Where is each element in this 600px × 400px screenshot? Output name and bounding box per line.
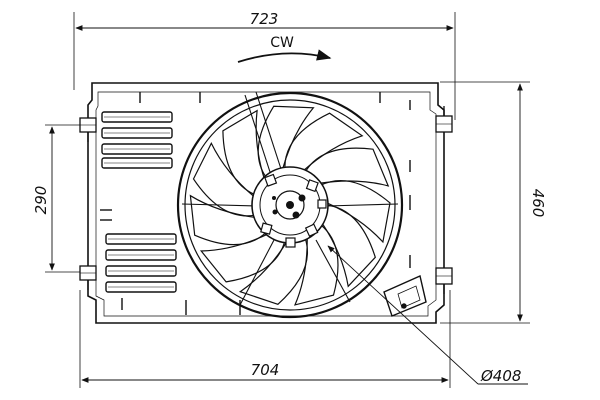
dimension-290-label: 290 (32, 186, 50, 215)
dimension-290: 290 (32, 124, 96, 273)
lower-vent-flaps (105, 233, 177, 293)
fan-blade (304, 147, 390, 187)
mount-bracket-top-left (79, 117, 97, 142)
dimension-704: 704 (79, 290, 451, 388)
fan-blade (293, 224, 339, 306)
dimension-704-label: 704 (251, 361, 280, 379)
mount-bracket-top-right (435, 106, 453, 133)
shroud-frame (87, 82, 445, 324)
fan-blade (238, 237, 309, 305)
fan-blade (199, 233, 286, 283)
fan-ring (176, 91, 404, 319)
fan-blade (189, 194, 267, 246)
fan-blade (284, 112, 364, 172)
fan-blade (257, 105, 315, 179)
rotation-arrow: CW (237, 35, 332, 63)
fan-blade (222, 109, 266, 196)
dimension-723-label: 723 (250, 10, 279, 28)
fan-blades (189, 105, 391, 306)
dimension-460-label: 460 (529, 189, 547, 218)
mount-bracket-bottom-right (435, 267, 453, 294)
motor-hub (251, 166, 329, 248)
electrical-connector (383, 275, 427, 317)
fan-blade (192, 141, 256, 217)
dimension-408: Ø408 (327, 245, 528, 385)
fan-blade (321, 204, 376, 288)
upper-vent-flaps (101, 111, 173, 169)
dimension-460: 460 (440, 81, 547, 324)
fan-blade (320, 179, 391, 244)
dimension-408-label: Ø408 (480, 367, 521, 385)
rotation-label: CW (270, 35, 294, 51)
mount-bracket-bottom-left (79, 265, 97, 290)
dimension-723: 723 (73, 10, 456, 120)
